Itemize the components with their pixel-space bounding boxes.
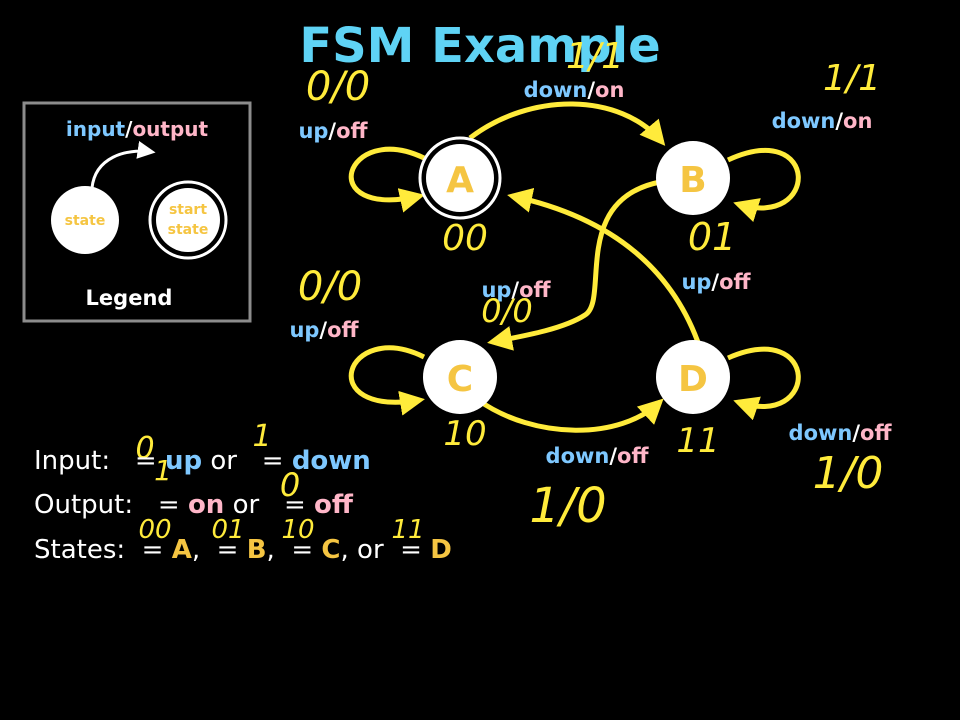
- hw-out-off: 0: [280, 466, 300, 504]
- state-a-label: A: [446, 160, 474, 201]
- state-b-label: B: [679, 160, 706, 201]
- state-b: B: [656, 141, 730, 215]
- state-c: C: [423, 340, 497, 414]
- legend-start-label-1: start: [169, 202, 207, 218]
- legend-heading-output: output: [132, 117, 208, 141]
- states-label: States:: [34, 535, 126, 565]
- hw-out-on: 1: [154, 454, 172, 487]
- transition-labels: up/off down/on down/on up/off up/off up/…: [289, 78, 892, 468]
- legend-arrow: [90, 140, 156, 189]
- legend-start-label-2: state: [168, 222, 209, 238]
- label-b-c: up/off: [481, 278, 551, 302]
- output-off: off: [314, 490, 353, 520]
- legend-start-ring: [148, 180, 228, 260]
- state-a: A: [418, 136, 502, 220]
- hw-c-state: 10: [443, 414, 486, 454]
- hw-in-down: 1: [252, 419, 271, 454]
- hw-a-b-code: 1/1: [566, 36, 624, 77]
- legend-heading-slash: /: [125, 117, 133, 141]
- label-b-self: down/on: [772, 109, 873, 133]
- input-label: Input:: [34, 446, 111, 476]
- state-a-circle: [426, 144, 494, 212]
- legend-frame: [22, 101, 252, 323]
- output-on: on: [187, 490, 225, 520]
- states-line: States: = A, = B, = C, or = D: [34, 535, 452, 565]
- arrow-c-d: [476, 397, 664, 433]
- state-b-circle: [656, 141, 730, 215]
- state-d: D: [656, 340, 730, 414]
- legend-start-circle: [156, 188, 220, 252]
- hw-st-c: 10: [281, 515, 314, 545]
- state-d-circle: [656, 340, 730, 414]
- transitions: [348, 101, 801, 433]
- arrow-a-b: [468, 101, 666, 146]
- hw-st-a: 00: [138, 515, 171, 545]
- legend-caption: Legend: [86, 286, 173, 310]
- hw-b-state: 01: [688, 215, 736, 259]
- state-c-label: C: [447, 359, 473, 400]
- legend-state-circle: [51, 186, 119, 254]
- arrow-a-self: [348, 146, 426, 213]
- handwritten-annotations: 0/0 1/1 1/1 00 01 0/0 0/0 10 11 1/0 1/0 …: [135, 36, 883, 545]
- state-d-label: D: [678, 359, 708, 400]
- arrow-d-a: [507, 188, 703, 349]
- arrow-d-self: [727, 346, 801, 421]
- output-label: Output:: [34, 490, 134, 520]
- hw-b-c-code: 0/0: [481, 292, 533, 330]
- label-a-self: up/off: [298, 119, 368, 143]
- hw-c-self-code: 0/0: [298, 264, 362, 310]
- input-line: Input: = up or = down: [34, 446, 371, 476]
- label-c-d: down/off: [546, 444, 650, 468]
- state-c-circle: [423, 340, 497, 414]
- hw-d-state: 11: [676, 421, 719, 461]
- legend-heading-input: input: [66, 117, 126, 141]
- arrow-c-self: [348, 345, 426, 416]
- hw-b-self-code: 1/1: [823, 58, 881, 99]
- hw-d-self-code: 1/0: [813, 448, 884, 499]
- input-down: down: [291, 446, 371, 476]
- arrow-b-self: [726, 147, 801, 222]
- label-a-b: down/on: [524, 78, 625, 102]
- page-title: FSM Example: [299, 18, 660, 74]
- legend-state-label: state: [65, 213, 106, 229]
- label-c-self: up/off: [289, 318, 359, 342]
- label-d-self: down/off: [789, 421, 893, 445]
- label-d-a: up/off: [681, 270, 751, 294]
- arrow-b-c: [487, 179, 661, 351]
- hw-st-b: 01: [211, 515, 244, 545]
- hw-st-d: 11: [391, 515, 424, 545]
- state-a-start-ring: [418, 136, 502, 220]
- output-line: Output: = on or = off: [34, 490, 353, 520]
- hw-a-self-code: 0/0: [306, 64, 370, 110]
- hw-in-up: 0: [135, 431, 154, 466]
- legend: input/output state start state Legend: [22, 101, 252, 323]
- hw-a-state: 00: [442, 218, 488, 259]
- input-up: up: [164, 446, 203, 476]
- hw-c-d-code: 1/0: [529, 478, 606, 534]
- legend-heading: input/output: [66, 117, 209, 141]
